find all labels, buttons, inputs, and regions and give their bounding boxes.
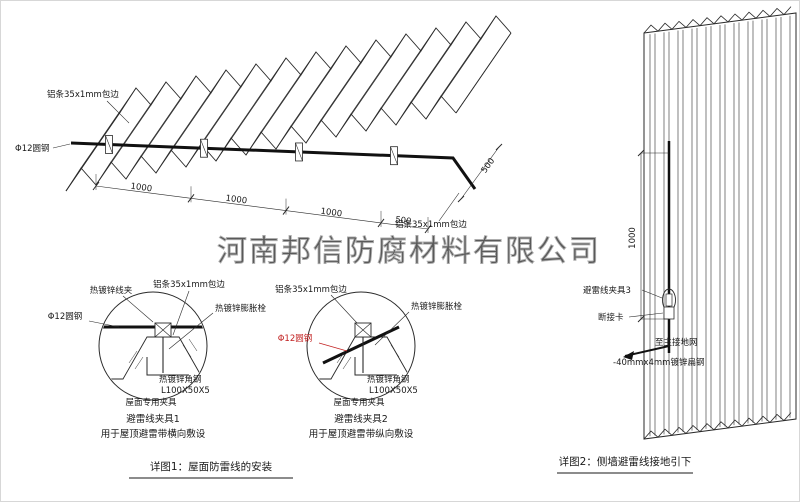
caption-detail-2: 详图2：侧墙避雷线接地引下 [559,455,692,468]
detail-1-angle-steel-spec: L100X50X5 [161,386,210,396]
wall-dim-1000: 1000 [628,227,638,249]
detail-circle-2: 铝条35x1mm包边 热镀锌膨胀栓 Φ12圆钢 热镀锌角钢 L100X50X5 … [275,284,462,440]
wall-disconnect-symbol [663,306,675,320]
detail-2-round-steel-label: Φ12圆钢 [278,333,313,344]
detail-1-round-steel-label: Φ12圆钢 [48,311,83,322]
dimension-ticks [92,174,432,234]
detail-2-angle-steel-spec: L100X50X5 [369,386,418,396]
detail-2-alu-label: 铝条35x1mm包边 [275,284,347,295]
wall-to-ground-label: 至主接地网 [655,337,698,348]
roof-alu-strip-label-top: 铝条35x1mm包边 [47,89,119,100]
ground-arrowhead-icon [623,351,634,360]
detail-1-title: 避雷线夹具1 [126,413,180,425]
detail-2-angle-steel-label: 热镀锌角钢 [367,374,410,385]
captions: 详图1：屋面防雷线的安装 详图2：侧墙避雷线接地引下 [129,455,693,479]
wall-clamp3-body [665,293,673,307]
roof-alu-strip-label-right: 铝条35x1mm包边 [395,219,467,230]
detail-1-wire-clip-label: 热镀锌线夹 [90,285,133,296]
roof-dim-1: 1000 [130,182,153,195]
wall-flat-steel-label: -40mmx4mm镀锌扁钢 [613,357,704,368]
roof-dim-side: 500 [480,156,498,175]
roof-dim-2: 1000 [225,194,248,207]
detail-1-alu-label: 铝条35x1mm包边 [153,279,225,290]
wall-view: 1000 避雷线夹具3 断接卡 至主接地网 -40mmx4mm镀锌扁钢 [583,6,797,440]
detail-1-bolt-label: 热镀锌膨胀栓 [215,303,267,314]
detail-1-subtitle: 用于屋顶避雷带横向敷设 [101,428,206,440]
roof-dim-3: 1000 [320,207,343,220]
roof-dim-4: 500 [395,215,412,227]
roof-labels: 铝条35x1mm包边 Φ12圆钢 铝条35x1mm包边 [15,89,467,230]
wall-disconnect-label: 断接卡 [598,312,624,323]
detail-2-title: 避雷线夹具2 [334,413,388,425]
detail-2-subtitle: 用于屋顶避雷带纵向敷设 [309,428,414,440]
detail-2-bolt-label: 热镀锌膨胀栓 [411,301,463,312]
roof-lightning-wire [70,141,477,190]
company-watermark: 河南邦信防腐材料有限公司 [217,234,601,269]
roof-round-steel-label: Φ12圆钢 [15,143,50,154]
wall-clamp3-label: 避雷线夹具3 [583,285,631,296]
detail-1-internals [100,322,206,380]
detail-2-internals [308,322,414,380]
roof-isometric-sheet [65,15,512,192]
wall-corrugated-panel [643,6,797,440]
detail-1-angle-steel-label: 热镀锌角钢 [159,374,202,385]
caption-detail-1: 详图1：屋面防雷线的安装 [150,460,273,473]
roof-wire-clamps [105,135,398,166]
detail-1-fixture-label: 屋面专用夹具 [125,397,177,408]
detail-circle-1: 热镀锌线夹 铝条35x1mm包边 热镀锌膨胀栓 Φ12圆钢 热镀锌角钢 L100… [48,279,267,440]
detail-2-fixture-label: 屋面专用夹具 [333,397,385,408]
